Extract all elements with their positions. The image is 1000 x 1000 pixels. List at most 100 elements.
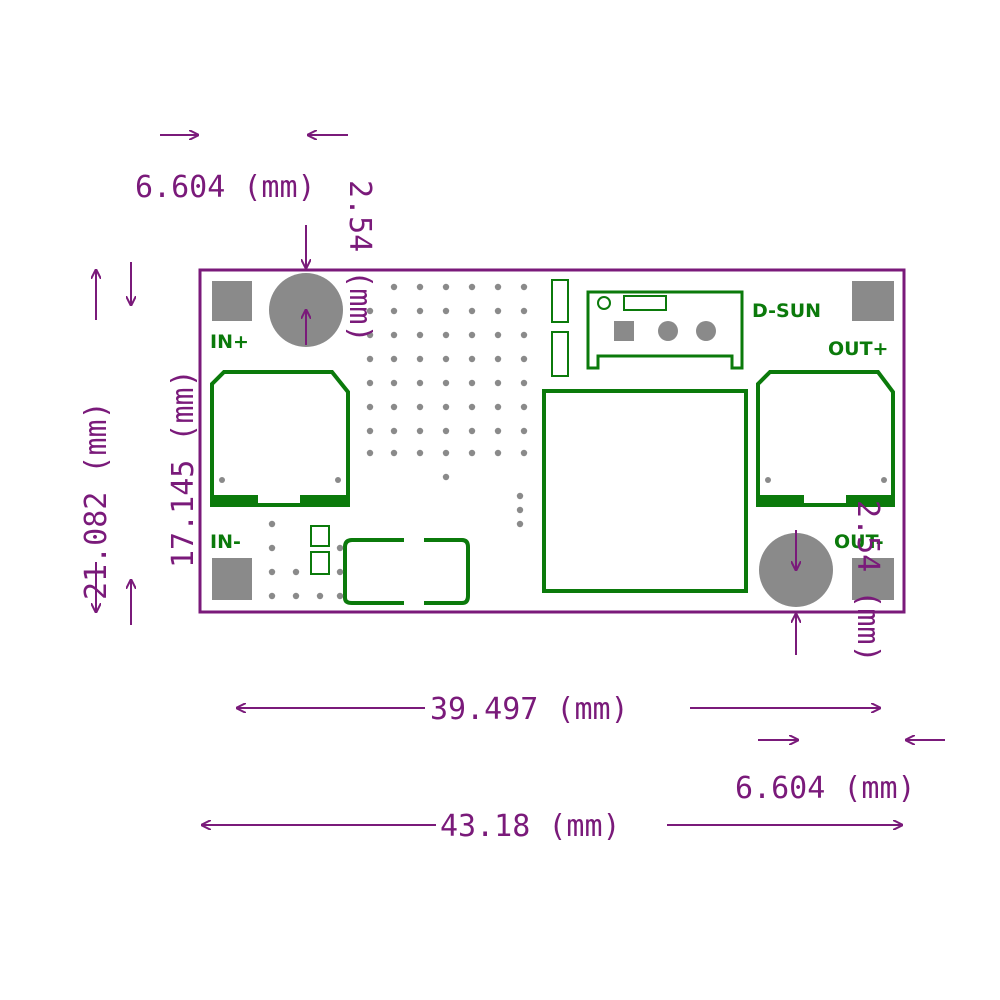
via: [366, 449, 374, 457]
via: [442, 331, 450, 339]
via: [416, 307, 424, 315]
via: [390, 379, 398, 387]
pot-pin: [696, 321, 716, 341]
via: [416, 379, 424, 387]
inductor-left-pad-b: [300, 495, 348, 507]
via-grid: [268, 283, 528, 600]
dim-label-bottom-right-spacing: 6.604 (mm): [735, 771, 916, 806]
via: [416, 283, 424, 291]
via: [520, 449, 528, 457]
via: [366, 379, 374, 387]
dim-label-hole-span-width: 39.497 (mm): [430, 692, 629, 727]
via: [468, 331, 476, 339]
label-brand: D-SUN: [752, 300, 821, 322]
pad-out-minus: [852, 558, 894, 600]
via: [468, 355, 476, 363]
via: [416, 403, 424, 411]
inductor-right-pad-a: [758, 495, 804, 507]
via: [416, 449, 424, 457]
via: [366, 403, 374, 411]
via: [494, 379, 502, 387]
via: [494, 331, 502, 339]
via: [336, 568, 344, 576]
dim-label-hole-span-height: 17.145 (mm): [166, 369, 201, 568]
main-component-footprint: [542, 389, 748, 593]
via: [268, 592, 276, 600]
pot-pin: [658, 321, 678, 341]
via: [442, 473, 450, 481]
via: [390, 331, 398, 339]
via: [390, 307, 398, 315]
via: [442, 403, 450, 411]
via: [390, 283, 398, 291]
via: [366, 307, 374, 315]
via: [468, 307, 476, 315]
via: [366, 427, 374, 435]
pad-out-plus: [852, 281, 894, 321]
via: [335, 477, 341, 483]
dim-label-board-height: 21.082 (mm): [79, 401, 114, 600]
via: [316, 592, 324, 600]
via: [268, 568, 276, 576]
via: [494, 355, 502, 363]
via: [336, 592, 344, 600]
via: [390, 449, 398, 457]
via: [442, 355, 450, 363]
via: [366, 355, 374, 363]
diode-footprint: [343, 538, 470, 605]
via: [390, 427, 398, 435]
label-in-minus: IN-: [210, 531, 241, 553]
via: [268, 520, 276, 528]
dim-label-top-left-spacing: 6.604 (mm): [135, 170, 316, 205]
via: [520, 331, 528, 339]
via: [468, 283, 476, 291]
via: [416, 331, 424, 339]
pad-in-minus: [212, 558, 252, 600]
via: [516, 506, 524, 514]
via: [390, 403, 398, 411]
via: [520, 379, 528, 387]
dim-label-board-width: 43.18 (mm): [440, 809, 621, 844]
via: [494, 427, 502, 435]
via: [494, 307, 502, 315]
label-out-plus: OUT+: [828, 338, 888, 360]
via: [219, 477, 225, 483]
via: [468, 379, 476, 387]
via: [442, 283, 450, 291]
pot-pin-square: [614, 321, 634, 341]
via: [494, 403, 502, 411]
resistor-bottom-footprint: [310, 525, 330, 575]
via: [520, 355, 528, 363]
via: [268, 544, 276, 552]
pot-label-box: [623, 295, 667, 311]
via: [336, 544, 344, 552]
via: [468, 427, 476, 435]
potentiometer-footprint: [586, 290, 744, 370]
inductor-right-pad-b: [846, 495, 893, 507]
via: [390, 355, 398, 363]
via: [520, 283, 528, 291]
via: [416, 355, 424, 363]
via: [520, 403, 528, 411]
via: [494, 449, 502, 457]
label-in-plus: IN+: [210, 331, 249, 353]
resistor-top-footprint: [551, 279, 569, 377]
dim-label-left-hole-offset: 2.54 (mm): [342, 180, 377, 343]
via: [442, 427, 450, 435]
via: [442, 379, 450, 387]
pad-in-plus: [212, 281, 252, 321]
via: [765, 477, 771, 483]
via: [468, 449, 476, 457]
dim-label-right-hole-offset: 2.54 (mm): [850, 500, 885, 663]
via: [520, 307, 528, 315]
via: [442, 449, 450, 457]
pot-marker: [597, 296, 611, 310]
via: [520, 427, 528, 435]
inductor-left-pad-a: [212, 495, 258, 507]
via: [881, 477, 887, 483]
via: [292, 592, 300, 600]
via: [416, 427, 424, 435]
via: [516, 492, 524, 500]
label-out-minus: OUT-: [834, 531, 884, 553]
